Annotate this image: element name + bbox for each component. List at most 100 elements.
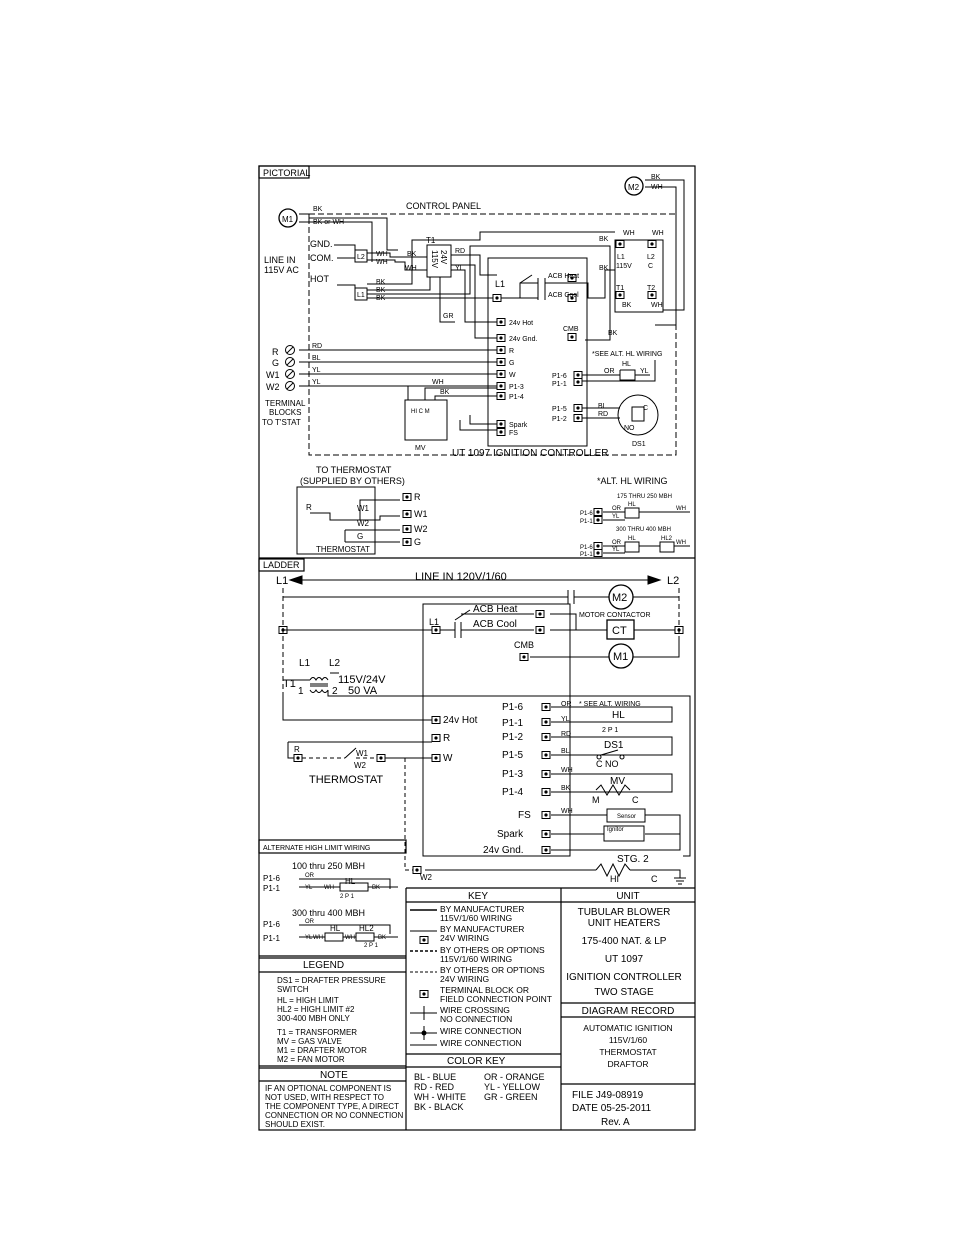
legend-line-6: MV = GAS VALVE [277,1037,342,1046]
ladder-wh-2: WH [561,808,573,815]
ladder-l1-contact: L1 [429,617,439,627]
wh-label-d: WH [623,230,635,237]
alt-p11-a: P1-1 [580,519,593,525]
bk-label-b: BK [376,287,386,294]
rd-label: RD [455,248,465,255]
note-line-1: NOT USED, WITH RESPECT TO [265,1093,384,1102]
yl-label-2: YL [640,368,649,375]
color-left-1: RD - RED [414,1082,454,1092]
rd-label-3: RD [312,343,322,350]
alt-block-hl-b: HL [330,924,341,933]
p11-label: P1-1 [552,381,567,388]
note-block: NOTE IF AN OPTIONAL COMPONENT IS NOT USE… [265,1070,403,1129]
alt-wh-b: WH [676,540,686,546]
key-item-6: WIRE CONNECTION [440,1026,522,1036]
gr-label: GR [443,313,454,320]
legend-line-2: HL = HIGH LIMIT [277,996,339,1005]
hicm-label: HI C M [411,409,430,415]
legend-line-3: HL2 = HIGH LIMIT #2 [277,1005,355,1014]
alt-yl-a: YL [612,514,620,520]
ladder-hl: HL [612,710,625,721]
note-title: NOTE [320,1070,348,1081]
l1-contactor-label: L1 [495,279,505,289]
alt-block-wh-b: WH [313,935,323,941]
ladder-w2-bottom: W2 [420,873,433,882]
key-item-2-a: BY OTHERS OR OPTIONS [440,945,545,955]
ladder-p15: P1-5 [502,750,524,761]
alternate-hl-block: ALTERNATE HIGH LIMIT WIRING 100 thru 250… [263,845,386,949]
wh-label-g: WH [432,379,444,386]
ladder-stg2-c: C [651,874,658,884]
or-label: OR [604,368,615,375]
alt-hl-title: *ALT. HL WIRING [597,476,668,486]
ladder-rd: RD [561,731,571,738]
alt-hl-a: HL [628,502,636,508]
wh-label-b: WH [376,259,388,266]
wh-label-a: WH [376,251,388,258]
alt-block-pins-a: 2 P 1 [340,894,355,900]
com-label: COM. [310,253,334,263]
v24-label: 24V [439,250,448,265]
v24-hot-label: 24v Hot [509,320,533,327]
alt-block-or-a: OR [305,873,315,879]
mv-label: MV [415,445,426,452]
file-block: FILE J49-08919 DATE 05-25-2011 Rev. A [572,1090,652,1128]
key-item-5-b: NO CONNECTION [440,1014,512,1024]
ladder-c-no: C NO [596,759,619,769]
unit-line-4: IGNITION CONTROLLER [566,972,682,983]
bk-label-1: BK [313,206,323,213]
diagram-record-2: THERMOSTAT [599,1047,656,1057]
alt-p11-b: P1-1 [580,552,593,558]
ladder-wiring [282,575,691,1046]
bl-label: BL [598,403,607,410]
bk-label-c: BK [376,295,386,302]
ladder-24v-hot: 24v Hot [443,715,478,726]
m1-label: M1 [282,215,294,224]
ladder-p13: P1-3 [502,769,524,780]
ladder-l2: L2 [667,575,679,587]
ladder-thermostat: THERMOSTAT [309,774,383,786]
unit-line-5: TWO STAGE [594,987,654,998]
key-item-0-a: BY MANUFACTURER [440,904,524,914]
ladder-w2: W2 [354,761,367,770]
unit-line-1: UNIT HEATERS [588,918,661,929]
ladder-wh: WH [561,767,573,774]
ladder-acb-heat: ACB Heat [473,604,518,615]
ladder-sensor: Sensor [617,814,636,820]
gnd-label: GND. [310,239,333,249]
yl-label: YL [455,265,464,272]
xfmr-l1: L1 [299,658,311,669]
alternate-100-label: 100 thru 250 MBH [292,861,365,871]
color-left-3: BK - BLACK [414,1102,464,1112]
line-in-voltage: 115V AC [264,265,299,275]
unit-line-0: TUBULAR BLOWER [578,907,671,918]
legend-line-1: SWITCH [277,985,309,994]
r-pin-label: R [509,348,514,355]
pictorial-wiring [296,179,690,555]
acb-heat-label: ACB Heat [548,273,579,280]
thermostat-box-label: THERMOSTAT [316,545,370,554]
to-thermostat-1: TO THERMOSTAT [316,465,392,475]
unit-line-3: UT 1097 [605,954,644,965]
ladder-w: W [443,753,453,764]
alternate-title: ALTERNATE HIGH LIMIT WIRING [263,845,370,852]
terminal-blocks-2: BLOCKS [269,408,301,417]
c-switch-label: C [643,405,648,412]
p15-label: P1-5 [552,406,567,413]
file-rev: Rev. A [601,1117,630,1128]
file-number: FILE J49-08919 [572,1090,644,1101]
note-line-0: IF AN OPTIONAL COMPONENT IS [265,1084,391,1093]
terminal-blocks-3: TO T'STAT [262,418,301,427]
alt-block-hl-a: HL [345,877,356,886]
pictorial-labels: PICTORIAL CONTROL PANEL M1 M2 BK BK or W… [262,168,686,558]
ladder-m2: M2 [612,592,627,604]
color-right-1: YL - YELLOW [484,1082,541,1092]
ladder-hl-pins: 2 P 1 [602,727,618,734]
legend-line-8: M2 = FAN MOTOR [277,1055,345,1064]
note-line-4: SHOULD EXIST. [265,1120,325,1129]
rd-label-2: RD [598,411,608,418]
terminal-r: R [272,347,279,357]
controller-title: UT 1097 IGNITION CONTROLLER [452,448,609,459]
p16-label: P1-6 [552,373,567,380]
ds1-label: DS1 [632,441,646,448]
